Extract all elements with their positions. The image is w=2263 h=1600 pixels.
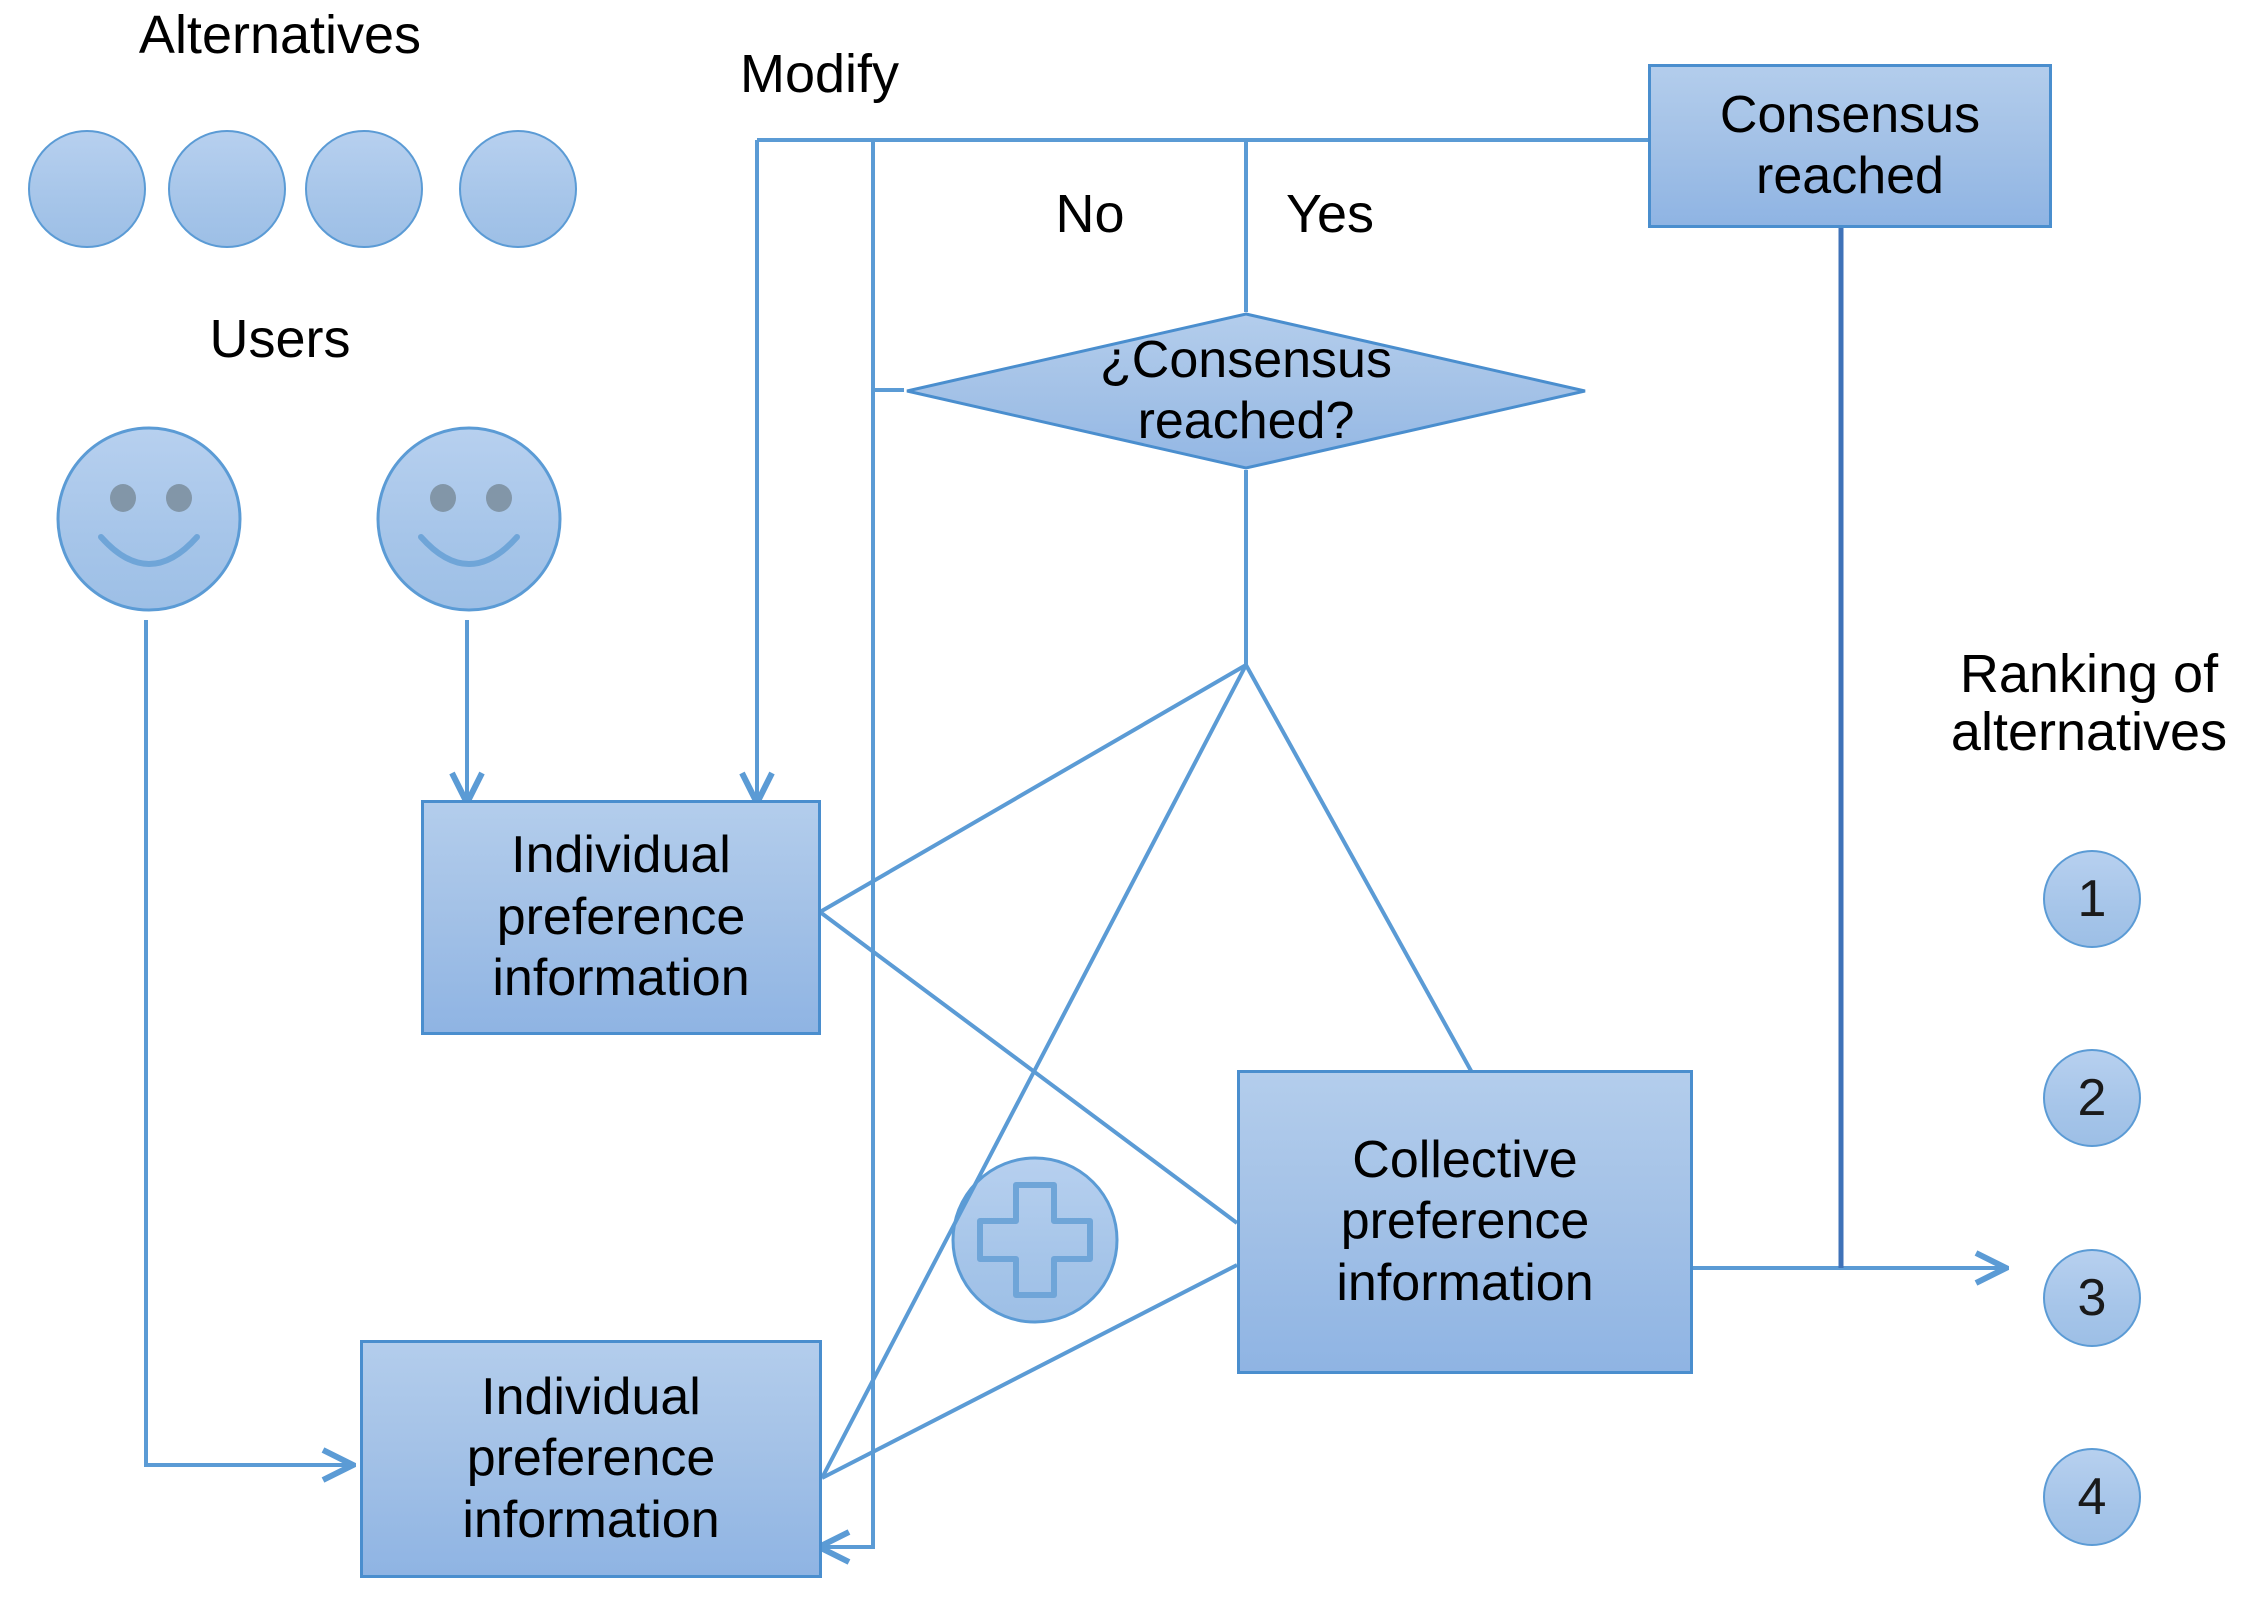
collective-preference-box: Collective preference information bbox=[1237, 1070, 1693, 1374]
ranking-circle-4: 4 bbox=[2043, 1448, 2141, 1546]
modify-label: Modify bbox=[740, 44, 900, 104]
users-heading: Users bbox=[209, 309, 351, 369]
edge-fan-to-individual-bottom bbox=[820, 664, 1248, 1479]
alternatives-heading: Alternatives bbox=[138, 5, 422, 65]
user-avatar-2 bbox=[375, 425, 563, 613]
consensus-decision-label: ¿Consensus reached? bbox=[1100, 330, 1392, 450]
smiley-face-icon bbox=[376, 426, 562, 612]
user-avatar-1 bbox=[55, 425, 243, 613]
edge-user1-to-individual-bottom bbox=[144, 620, 350, 1465]
ranking-heading: Ranking of alternatives bbox=[1950, 644, 2228, 763]
plus-icon bbox=[951, 1156, 1119, 1324]
aggregation-plus-icon bbox=[950, 1155, 1120, 1325]
decision-yes-label: Yes bbox=[1285, 184, 1375, 244]
alternative-circle-3 bbox=[305, 130, 423, 248]
diamond-shape bbox=[906, 312, 1586, 470]
decision-no-label: No bbox=[1055, 184, 1125, 244]
ranking-circle-2: 2 bbox=[2043, 1049, 2141, 1147]
consensus-decision-diamond: ¿Consensus reached? bbox=[904, 312, 1588, 470]
ranking-circle-1: 1 bbox=[2043, 850, 2141, 948]
individual-preference-top-box: Individual preference information bbox=[421, 800, 821, 1035]
edge-fan-to-individual-top bbox=[818, 663, 1248, 914]
ranking-circle-3: 3 bbox=[2043, 1249, 2141, 1347]
smiley-face-icon bbox=[56, 426, 242, 612]
alternative-circle-1 bbox=[28, 130, 146, 248]
individual-preference-bottom-box: Individual preference information bbox=[360, 1340, 822, 1578]
consensus-reached-box: Consensus reached bbox=[1648, 64, 2052, 228]
edge-fan-to-collective bbox=[1244, 664, 1477, 1079]
alternative-circle-4 bbox=[459, 130, 577, 248]
alternative-circle-2 bbox=[168, 130, 286, 248]
edge-modify-to-individual-bottom bbox=[822, 140, 875, 1547]
